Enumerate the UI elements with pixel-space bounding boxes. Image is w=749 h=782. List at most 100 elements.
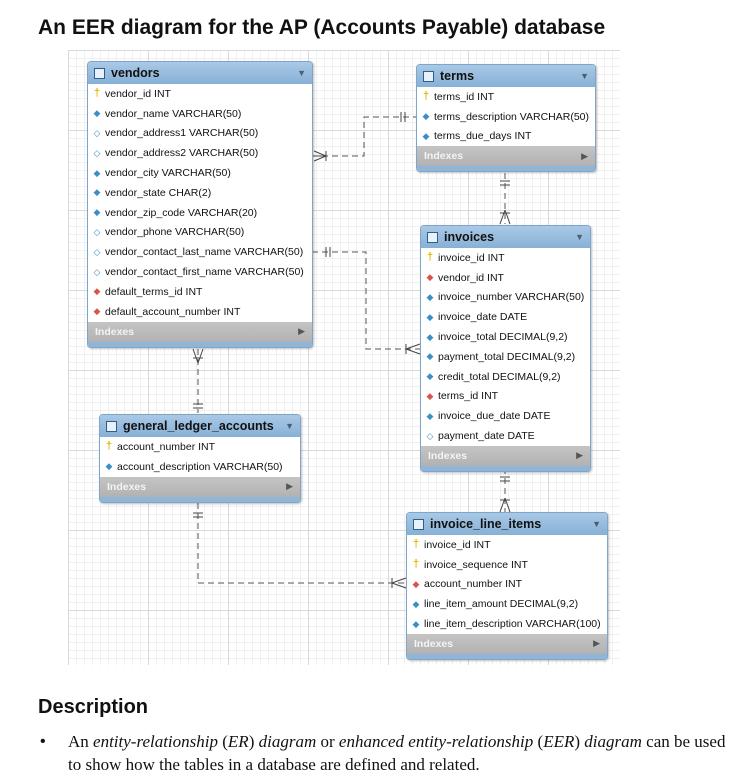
column-row[interactable]: ◆account_number INT	[407, 575, 607, 595]
triangle-right-icon[interactable]: ▶	[286, 481, 293, 492]
column-row[interactable]: ◆vendor_name VARCHAR(50)	[88, 104, 312, 124]
filled-blue-diamond-icon: ◆	[422, 111, 430, 122]
red-diamond-icon: ◆	[426, 272, 434, 283]
column-label: vendor_address2 VARCHAR(50)	[105, 147, 259, 160]
table-header[interactable]: vendors▼	[88, 62, 312, 84]
description-text-run: can be used to show how the tables in a …	[68, 732, 726, 774]
column-row[interactable]: ◆invoice_date DATE	[421, 307, 590, 327]
triangle-right-icon[interactable]: ▶	[298, 326, 305, 337]
table-icon	[427, 231, 438, 243]
table-invoices[interactable]: invoices▼†invoice_id INT◆vendor_id INT◆i…	[420, 225, 591, 472]
column-row[interactable]: ◇vendor_address1 VARCHAR(50)	[88, 124, 312, 144]
column-row[interactable]: ◆ terms_description VARCHAR(50)	[417, 107, 595, 127]
table-name: terms	[440, 69, 475, 83]
column-label: account_number INT	[117, 440, 216, 453]
column-label: vendor_zip_code VARCHAR(20)	[105, 206, 258, 219]
column-row[interactable]: †terms_id INT	[417, 87, 595, 107]
description-text-run: (	[218, 732, 228, 751]
column-row[interactable]: ◇vendor_contact_first_name VARCHAR(50)	[88, 262, 312, 282]
hollow-diamond-icon: ◇	[93, 246, 101, 257]
triangle-down-icon[interactable]: ▼	[592, 519, 601, 529]
column-label: vendor_state CHAR(2)	[105, 186, 212, 199]
column-label: invoice_id INT	[438, 251, 505, 264]
column-row[interactable]: ◆line_item_description VARCHAR(100)	[407, 614, 607, 634]
column-row[interactable]: ◆invoice_number VARCHAR(50)	[421, 288, 590, 308]
filled-blue-diamond-icon: ◆	[412, 618, 420, 629]
triangle-down-icon[interactable]: ▼	[285, 421, 294, 431]
column-row[interactable]: ◆account_description VARCHAR(50)	[100, 457, 300, 477]
triangle-right-icon[interactable]: ▶	[576, 450, 583, 461]
table-header[interactable]: invoices▼	[421, 226, 590, 248]
key-icon: †	[412, 538, 420, 551]
triangle-right-icon[interactable]: ▶	[581, 150, 588, 161]
table-icon	[94, 67, 105, 79]
table-footer	[100, 496, 300, 502]
column-row[interactable]: ◇payment_date DATE	[421, 426, 590, 446]
column-label: invoice_total DECIMAL(9,2)	[438, 331, 568, 344]
column-row[interactable]: ◆invoice_due_date DATE	[421, 406, 590, 426]
column-row[interactable]: †invoice_id INT	[421, 248, 590, 268]
column-label: account_number INT	[424, 578, 523, 591]
column-row[interactable]: ◆ default_terms_id INT	[88, 282, 312, 302]
indexes-bar[interactable]: Indexes▶	[88, 321, 312, 342]
column-row[interactable]: †invoice_sequence INT	[407, 555, 607, 575]
column-row[interactable]: † vendor_id INT	[88, 84, 312, 104]
indexes-label: Indexes	[428, 449, 468, 462]
column-label: line_item_amount DECIMAL(9,2)	[424, 598, 579, 611]
indexes-bar[interactable]: Indexes▶	[417, 146, 595, 167]
table-vendors[interactable]: vendors▼ † vendor_id INT ◆vendor_name VARCH…	[87, 61, 313, 348]
page-title: An EER diagram for the AP (Accounts Paya…	[38, 16, 606, 39]
column-row[interactable]: ◆ payment_total DECIMAL(9,2)	[421, 347, 590, 367]
triangle-down-icon[interactable]: ▼	[580, 71, 589, 81]
column-row[interactable]: ◆terms_due_days INT	[417, 127, 595, 147]
column-row[interactable]: ◆terms_id INT	[421, 387, 590, 407]
key-icon: †	[412, 558, 420, 571]
description-text-run: )	[574, 732, 585, 751]
column-row[interactable]: ◆invoice_total DECIMAL(9,2)	[421, 327, 590, 347]
red-diamond-icon: ◆	[93, 306, 101, 317]
column-label: payment_total DECIMAL(9,2)	[438, 350, 576, 363]
column-row[interactable]: ◇vendor_contact_last_name VARCHAR(50)	[88, 242, 312, 262]
indexes-label: Indexes	[414, 637, 454, 650]
column-label: terms_description VARCHAR(50)	[434, 110, 590, 123]
column-row[interactable]: † invoice_id INT	[407, 535, 607, 555]
triangle-right-icon[interactable]: ▶	[593, 638, 600, 649]
triangle-down-icon[interactable]: ▼	[297, 68, 306, 78]
column-row[interactable]: ◆vendor_id INT	[421, 268, 590, 288]
column-row[interactable]: ◆vendor_state CHAR(2)	[88, 183, 312, 203]
table-invoice-line-items[interactable]: invoice_line_items▼ † invoice_id INT †invoi…	[406, 512, 608, 660]
column-row[interactable]: ◆credit_total DECIMAL(9,2)	[421, 367, 590, 387]
column-row[interactable]: ◆default_account_number INT	[88, 302, 312, 322]
table-terms[interactable]: terms ▼ †terms_id INT ◆ terms_description VA…	[416, 64, 596, 173]
key-icon: †	[93, 87, 101, 100]
indexes-bar[interactable]: Indexes▶	[100, 476, 300, 497]
column-row[interactable]: † account_number INT	[100, 437, 300, 457]
indexes-bar[interactable]: Indexes ▶	[421, 445, 590, 466]
table-header[interactable]: general_ledger_accounts▼	[100, 415, 300, 437]
table-header[interactable]: invoice_line_items▼	[407, 513, 607, 535]
column-row[interactable]: ◇vendor_address2 VARCHAR(50)	[88, 143, 312, 163]
column-label: invoice_date DATE	[438, 311, 528, 324]
filled-blue-diamond-icon: ◆	[426, 351, 434, 362]
column-label: vendor_address1 VARCHAR(50)	[105, 127, 259, 140]
indexes-bar[interactable]: Indexes ▶	[407, 633, 607, 654]
column-label: default_terms_id INT	[105, 285, 203, 298]
filled-blue-diamond-icon: ◆	[93, 167, 101, 178]
table-header[interactable]: terms ▼	[417, 65, 595, 87]
column-row[interactable]: ◇vendor_phone VARCHAR(50)	[88, 223, 312, 243]
column-label: vendor_id INT	[105, 87, 171, 100]
column-label: account_description VARCHAR(50)	[117, 460, 283, 473]
column-row[interactable]: ◆ vendor_zip_code VARCHAR(20)	[88, 203, 312, 223]
table-general-ledger-accounts[interactable]: general_ledger_accounts▼ † account_number …	[99, 414, 301, 503]
column-label: terms_id INT	[438, 390, 499, 403]
hollow-diamond-icon: ◇	[426, 430, 434, 441]
key-icon: †	[105, 440, 113, 453]
column-label: credit_total DECIMAL(9,2)	[438, 370, 561, 383]
triangle-down-icon[interactable]: ▼	[575, 232, 584, 242]
column-row[interactable]: ◆line_item_amount DECIMAL(9,2)	[407, 594, 607, 614]
description-text-run: diagram	[584, 732, 642, 751]
red-diamond-icon: ◆	[93, 286, 101, 297]
column-label: invoice_id INT	[424, 538, 491, 551]
filled-blue-diamond-icon: ◆	[93, 207, 101, 218]
column-row[interactable]: ◆vendor_city VARCHAR(50)	[88, 163, 312, 183]
